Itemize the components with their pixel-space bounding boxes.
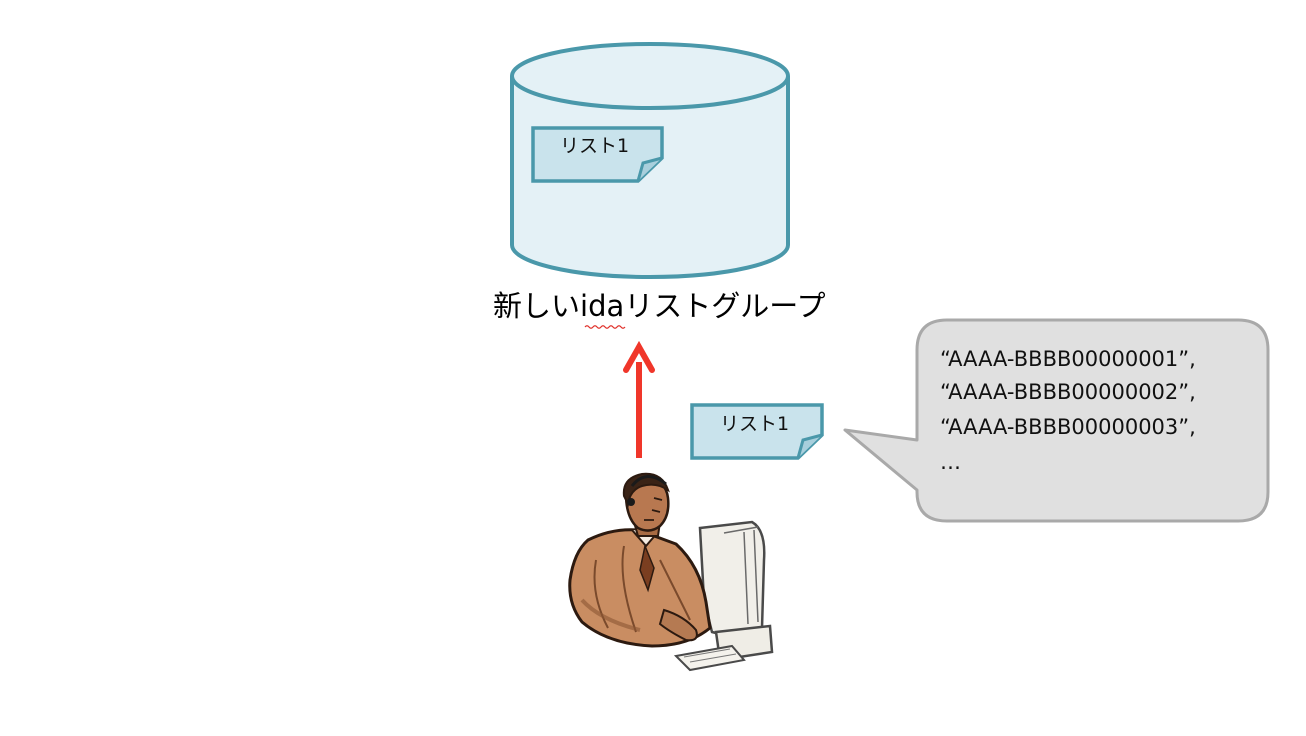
database-label: 新しいidaリストグループ	[493, 289, 826, 323]
upload-list-note-label: リスト1	[720, 413, 789, 435]
person-at-computer-icon	[568, 472, 774, 672]
spellcheck-underline	[584, 325, 626, 329]
database-list-note-label: リスト1	[560, 135, 629, 157]
database-label-highlight: ida	[580, 289, 624, 323]
bubble-line-3: “AAAA-BBBB00000003”,	[940, 415, 1196, 439]
database-cylinder-icon	[510, 42, 790, 279]
speech-bubble: “AAAA-BBBB00000001”, “AAAA-BBBB00000002”…	[843, 318, 1270, 523]
bubble-line-4: …	[940, 450, 961, 474]
database-list-note: リスト1	[531, 126, 664, 183]
database-label-suffix: リストグループ	[624, 289, 825, 323]
database-label-prefix: 新しい	[493, 289, 580, 323]
bubble-line-2: “AAAA-BBBB00000002”,	[940, 380, 1196, 404]
upload-arrow-icon	[623, 340, 655, 458]
bubble-line-1: “AAAA-BBBB00000001”,	[940, 347, 1196, 371]
upload-list-note: リスト1	[690, 403, 824, 460]
